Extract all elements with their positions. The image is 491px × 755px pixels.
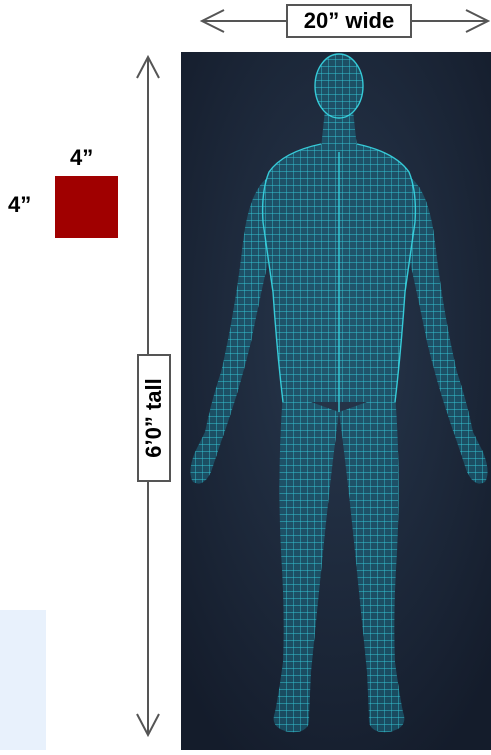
square-width-label: 4” xyxy=(70,145,93,171)
width-label: 20” wide xyxy=(286,4,412,38)
height-label: 6’0” tall xyxy=(137,354,171,482)
red-square-swatch xyxy=(55,176,118,238)
square-height-label: 4” xyxy=(8,192,31,218)
